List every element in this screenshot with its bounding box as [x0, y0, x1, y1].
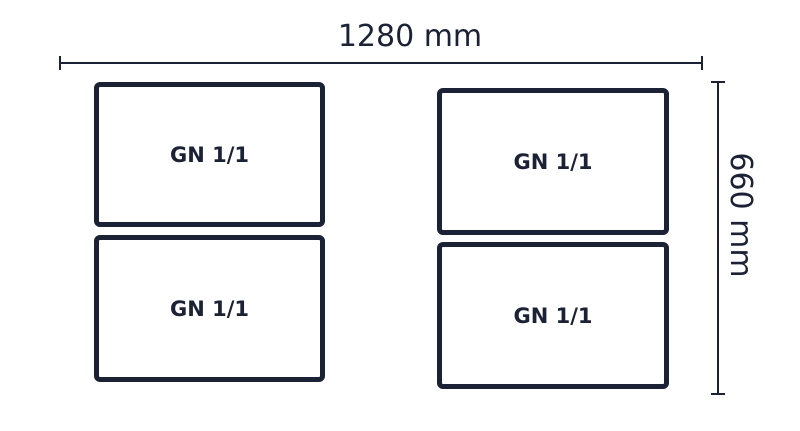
- width-dimension-tick-left: [59, 56, 61, 70]
- width-dimension-tick-right: [701, 56, 703, 70]
- width-dimension-line: [60, 62, 702, 64]
- height-dimension-label: 660 mm: [723, 152, 758, 278]
- height-dimension-line: [717, 82, 719, 394]
- pan-label: GN 1/1: [169, 296, 250, 321]
- height-dimension-tick-top: [711, 81, 725, 83]
- gn-pan-bottom-right: GN 1/1: [437, 242, 669, 389]
- height-dimension-tick-bottom: [711, 393, 725, 395]
- gn-pan-top-right: GN 1/1: [437, 88, 669, 235]
- pan-label: GN 1/1: [169, 142, 250, 167]
- pan-label: GN 1/1: [513, 149, 593, 174]
- width-dimension-label: 1280 mm: [337, 19, 483, 54]
- pan-label: GN 1/1: [513, 303, 593, 328]
- gn-pan-top-left: GN 1/1: [94, 82, 325, 227]
- gn-pan-bottom-left: GN 1/1: [94, 235, 325, 382]
